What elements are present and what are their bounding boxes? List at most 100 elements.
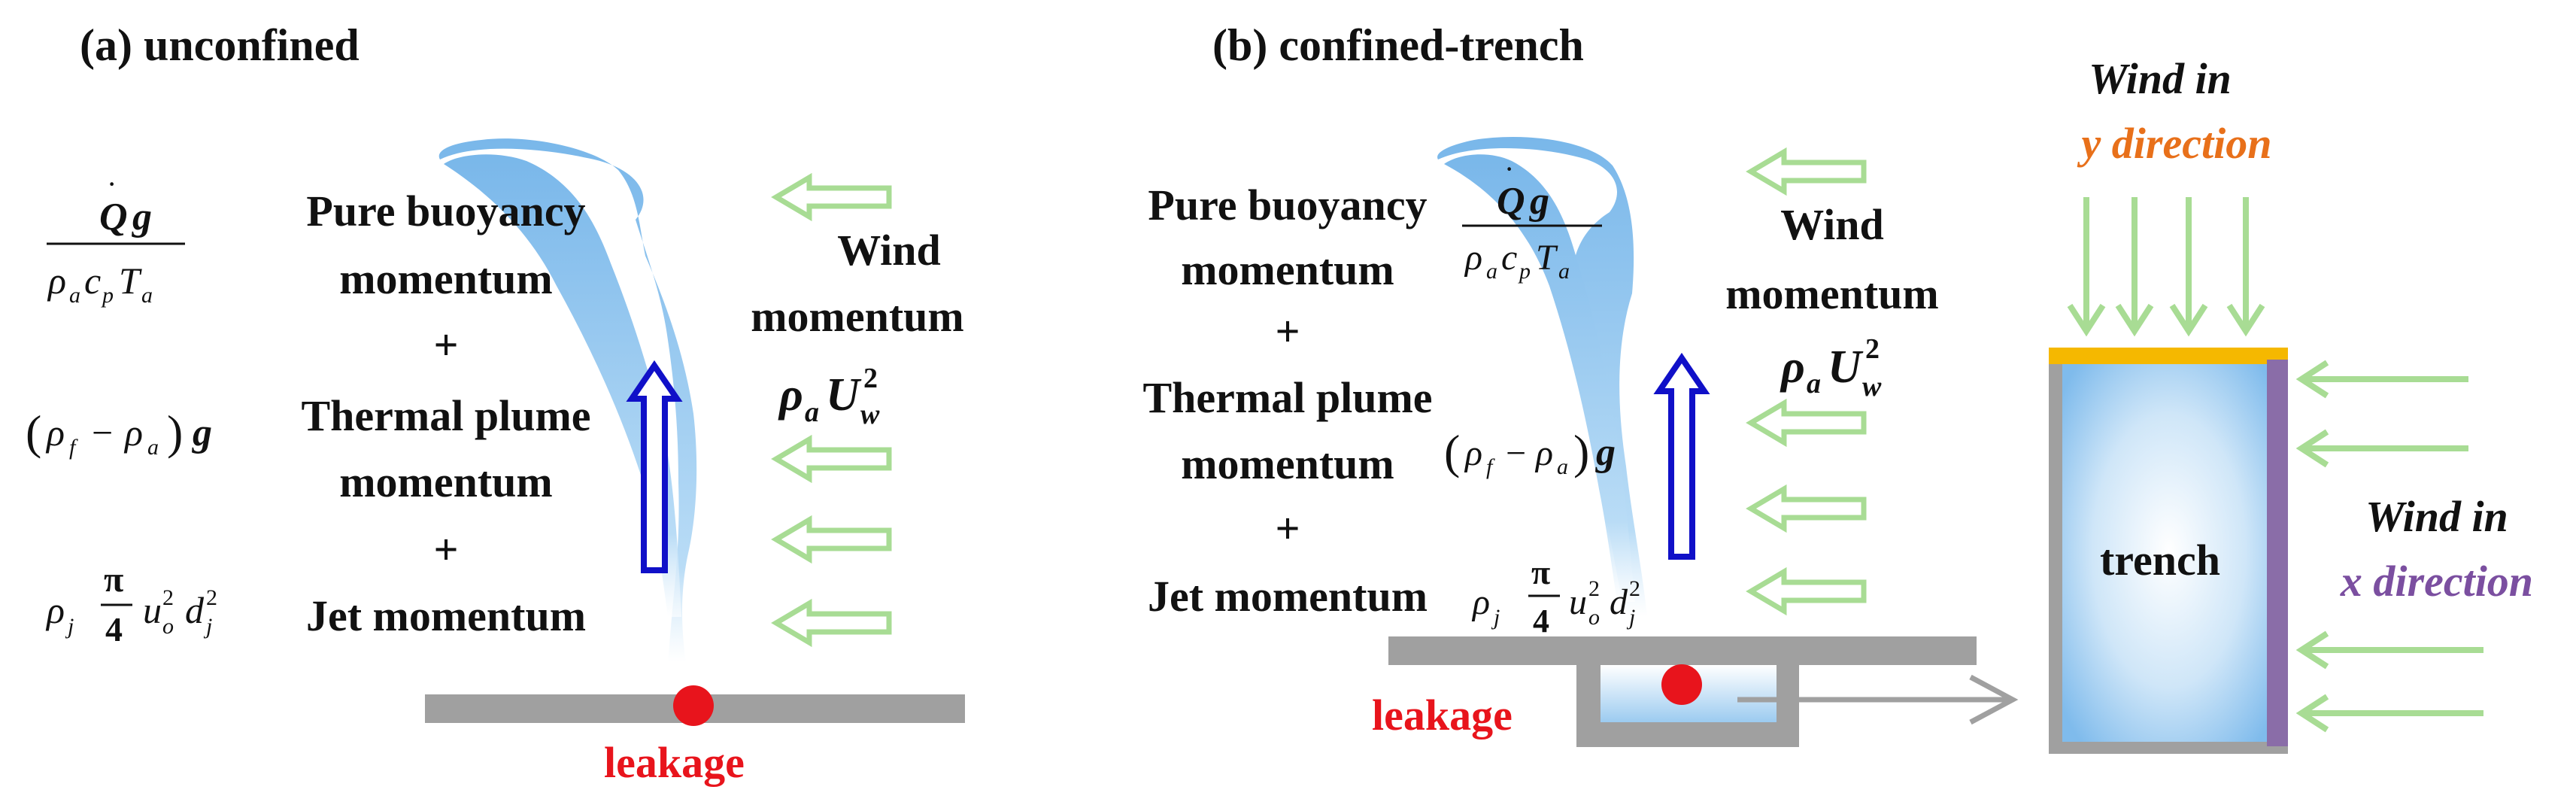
wind-y-arrows xyxy=(2067,197,2265,337)
svg-text:ρ: ρ xyxy=(778,369,803,421)
panel-a-wind-label: Wind xyxy=(837,226,941,275)
svg-text:p: p xyxy=(1518,259,1531,284)
panel-a-wind-label-2: momentum xyxy=(751,292,964,341)
panel-b-jet-label: Jet momentum xyxy=(1148,572,1428,621)
svg-text:−: − xyxy=(1506,433,1526,473)
svg-text:(: ( xyxy=(26,406,41,459)
svg-text:f: f xyxy=(1486,454,1495,479)
svg-text:2: 2 xyxy=(1865,333,1880,365)
svg-text:(: ( xyxy=(1444,425,1460,478)
svg-text:u: u xyxy=(143,589,162,631)
svg-text:ρ: ρ xyxy=(1464,433,1482,473)
svg-text:4: 4 xyxy=(1533,603,1549,639)
svg-text:a: a xyxy=(1557,454,1568,479)
svg-text:j: j xyxy=(1491,605,1500,630)
svg-text:ρ: ρ xyxy=(1534,433,1553,473)
panel-b-thermal-label: Thermal plume xyxy=(1142,373,1432,422)
down-arrow-icon xyxy=(2226,197,2265,337)
svg-text:Q: Q xyxy=(99,196,128,238)
panel-b-plume xyxy=(1437,137,1647,617)
svg-text:ρ: ρ xyxy=(1471,582,1490,622)
svg-text:−: − xyxy=(92,412,113,454)
trench-label: trench xyxy=(2100,536,2220,585)
panel-b-wind-formula: ρ a U w 2 xyxy=(1780,333,1882,402)
svg-text:π: π xyxy=(1531,553,1550,591)
panel-a-thermal-formula: ( ρ f − ρ a ) g xyxy=(26,406,212,460)
panel-b-plus-2: + xyxy=(1275,504,1300,553)
svg-text:g: g xyxy=(1529,180,1549,223)
panel-b-title: (b) confined-trench xyxy=(1212,20,1584,70)
svg-text:2: 2 xyxy=(162,585,174,610)
svg-text:T: T xyxy=(1536,238,1558,278)
panel-a-plume-core xyxy=(444,154,681,617)
panel-a-unconfined: (a) unconfined leakage Wind momentum ρ a… xyxy=(26,20,965,787)
panel-a-wind-formula: ρ a U w 2 xyxy=(778,363,880,430)
svg-text:p: p xyxy=(101,283,114,308)
panel-b-thermal-label-2: momentum xyxy=(1181,439,1394,488)
svg-text:2: 2 xyxy=(1629,576,1640,601)
svg-text:a: a xyxy=(141,283,153,308)
svg-text:o: o xyxy=(1588,605,1600,630)
svg-text:u: u xyxy=(1569,582,1587,622)
svg-text:g: g xyxy=(192,412,212,454)
svg-text:ρ: ρ xyxy=(1780,342,1805,393)
panel-b-connector-arrow-icon xyxy=(1737,674,2019,725)
svg-text:ρ: ρ xyxy=(47,260,66,302)
down-arrow-icon xyxy=(2169,197,2208,337)
panel-a-thermal-label-2: momentum xyxy=(339,457,553,506)
panel-a-leak-source xyxy=(673,685,714,726)
panel-b-jet-formula: ρ j π 4 u o 2 d j 2 xyxy=(1471,553,1640,639)
svg-text:a: a xyxy=(805,396,819,428)
panel-b-buoyancy-formula: Q · g ρ a c p T a xyxy=(1462,152,1602,284)
svg-text:j: j xyxy=(203,614,212,639)
trench-side-edge xyxy=(2267,360,2288,746)
panel-b-up-arrow-icon xyxy=(1653,352,1710,560)
svg-text:j: j xyxy=(65,614,74,639)
svg-text:ρ: ρ xyxy=(45,412,65,454)
svg-text:U: U xyxy=(1828,342,1864,393)
svg-text:f: f xyxy=(69,435,78,460)
svg-text:·: · xyxy=(107,167,117,201)
svg-text:π: π xyxy=(104,560,123,600)
panel-b-trench-plan: trench xyxy=(2049,348,2288,754)
down-arrow-icon xyxy=(2067,197,2106,337)
wind-x-direction: x direction xyxy=(2340,557,2533,606)
svg-text:w: w xyxy=(1862,371,1882,402)
svg-text:c: c xyxy=(84,260,101,302)
trench-interior xyxy=(2062,360,2276,742)
svg-text:ρ: ρ xyxy=(123,412,143,454)
svg-text:T: T xyxy=(119,260,142,302)
panel-b-leak-source xyxy=(1661,664,1702,705)
svg-text:j: j xyxy=(1626,605,1635,630)
svg-text:): ) xyxy=(167,406,183,459)
panel-b-wind-arrow-icon xyxy=(1751,152,1864,191)
wind-y-label: Wind in xyxy=(2089,54,2232,103)
panel-b-wind-arrow-icon xyxy=(1751,403,1864,442)
panel-b-thermal-formula: ( ρ f − ρ a ) g xyxy=(1444,425,1616,479)
svg-text:·: · xyxy=(1504,152,1514,186)
panel-a-wind-arrow-icon xyxy=(776,520,889,559)
svg-text:ρ: ρ xyxy=(1464,238,1482,278)
panel-b-plume-core xyxy=(1444,154,1635,602)
svg-text:a: a xyxy=(147,435,159,460)
svg-text:U: U xyxy=(826,369,862,421)
left-arrow-icon xyxy=(2295,694,2483,733)
panel-b-wind-label: Wind xyxy=(1780,200,1884,249)
panel-b-buoyancy-label-2: momentum xyxy=(1181,245,1394,294)
panel-b-buoyancy-label: Pure buoyancy xyxy=(1148,181,1427,229)
svg-text:w: w xyxy=(860,399,880,430)
svg-text:): ) xyxy=(1573,425,1589,478)
panel-a-buoyancy-label: Pure buoyancy xyxy=(306,187,585,235)
panel-a-wind-arrow-icon xyxy=(776,603,889,642)
svg-text:a: a xyxy=(1486,259,1497,284)
wind-x-arrows xyxy=(2295,360,2483,733)
panel-a-plus-2: + xyxy=(433,525,458,574)
left-arrow-icon xyxy=(2295,429,2468,468)
svg-text:a: a xyxy=(1807,368,1821,399)
panel-a-leakage-label: leakage xyxy=(604,738,745,787)
svg-text:g: g xyxy=(132,196,152,238)
svg-text:2: 2 xyxy=(206,585,217,610)
svg-text:c: c xyxy=(1501,238,1517,278)
panel-a-plus-1: + xyxy=(433,320,458,369)
